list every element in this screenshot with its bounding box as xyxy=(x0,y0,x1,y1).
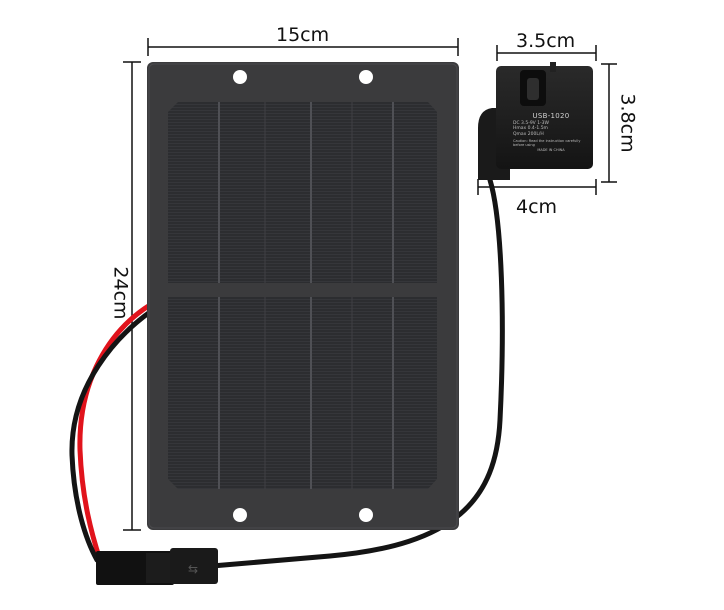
panel-width-dimension-line xyxy=(147,38,459,56)
panel-width-label: 15cm xyxy=(276,24,330,46)
pump-spec-line2: Hmax 0.4-1.5m xyxy=(513,126,548,132)
usb-connector-female xyxy=(96,551,174,585)
mounting-hole xyxy=(359,70,373,84)
mounting-hole xyxy=(233,508,247,522)
pump-caution: Caution: Read the instruction carefully … xyxy=(513,138,581,147)
panel-height-dimension-line xyxy=(123,61,141,531)
pump-bottom-dimension-line xyxy=(477,179,597,195)
pump-cable xyxy=(209,177,505,569)
solar-cells xyxy=(168,102,437,489)
usb-connector-male: ⇆ xyxy=(170,548,218,584)
pump-spec-line1: DC 3.5-9V 1-3W xyxy=(513,120,549,126)
pump-model: USB-1020 xyxy=(532,112,570,120)
pump-spec-line3: Qmax 200L/H xyxy=(513,132,544,137)
svg-text:⇆: ⇆ xyxy=(188,562,198,576)
mounting-hole xyxy=(359,508,373,522)
panel-height-label: 24cm xyxy=(109,266,132,320)
pump-height-dimension-line xyxy=(601,63,617,183)
pump-origin: MADE IN CHINA xyxy=(537,148,565,153)
pump-bottom-width-label: 4cm xyxy=(516,196,558,218)
pump-height-label: 3.8cm xyxy=(616,93,639,153)
pump-top-width-label: 3.5cm xyxy=(516,30,576,52)
pump-label: USB-1020 DC 3.5-9V 1-3W Hmax 0.4-1.5m Qm… xyxy=(513,112,589,153)
mounting-hole xyxy=(233,70,247,84)
red-cable xyxy=(77,302,153,563)
pump-top-dimension-line xyxy=(496,45,597,61)
black-panel-cable xyxy=(69,309,153,563)
water-pump xyxy=(478,62,593,180)
solar-panel xyxy=(147,62,459,530)
